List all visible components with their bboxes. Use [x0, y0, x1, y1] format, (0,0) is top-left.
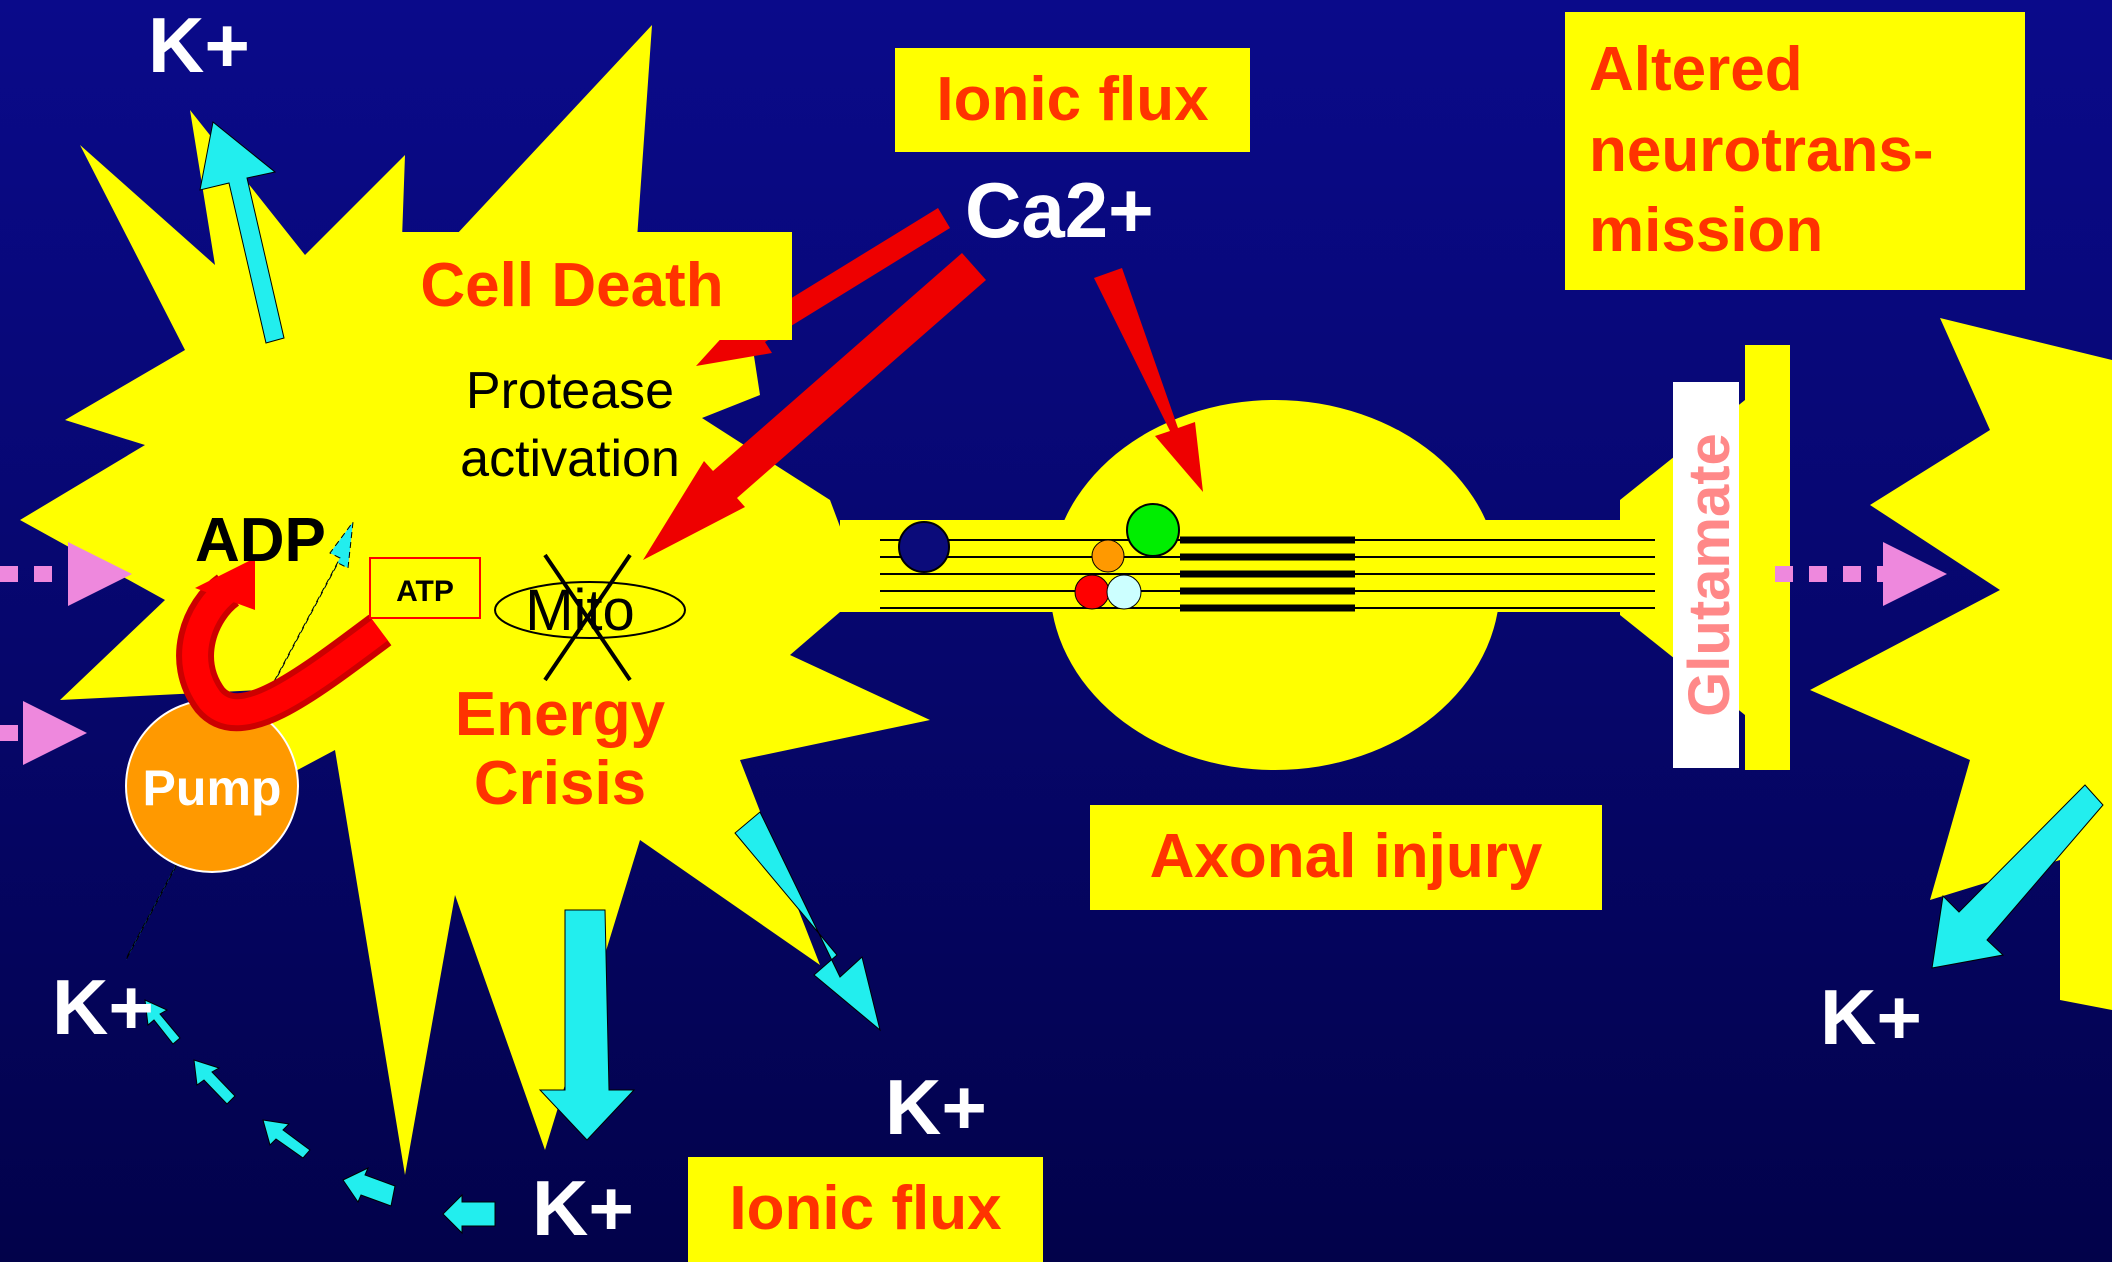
right-neuron-body: [1810, 318, 2112, 1010]
k-right-label: K+: [1820, 972, 1922, 1063]
atp-label: ATP: [396, 575, 454, 608]
cell-death-box: Cell Death: [352, 232, 792, 340]
organelle-lightblue: [1107, 575, 1141, 609]
cell-death-label: Cell Death: [420, 252, 723, 320]
k-bottom-mid-label: K+: [532, 1163, 634, 1254]
altered-line-3: mission: [1589, 191, 1823, 272]
organelle-navy: [899, 522, 949, 572]
altered-line-2: neurotrans-: [1589, 111, 1933, 192]
altered-neurotransmission-box: Altered neurotrans- mission: [1565, 12, 2025, 290]
ionic-flux-top-label: Ionic flux: [936, 66, 1208, 134]
k-left-label: K+: [52, 962, 154, 1053]
ionic-flux-bottom-box: Ionic flux: [688, 1157, 1043, 1262]
adp-label: ADP: [195, 505, 326, 576]
axon: [840, 345, 1790, 770]
pump-label: Pump: [143, 760, 282, 816]
protease-line-1: Protease: [430, 358, 710, 426]
glutamate-label: Glutamate: [1677, 433, 1742, 717]
left-neuron-body: [20, 25, 930, 1175]
k-top-left-label: K+: [148, 0, 250, 91]
axonal-injury-label: Axonal injury: [1150, 823, 1543, 891]
ionic-flux-bottom-label: Ionic flux: [729, 1175, 1001, 1243]
energy-line-1: Energy: [420, 680, 700, 749]
protease-activation-label: Protease activation: [430, 358, 710, 493]
protease-line-2: activation: [430, 426, 710, 494]
organelle-red: [1075, 575, 1109, 609]
calcium-label: Ca2+: [965, 165, 1154, 256]
organelle-green: [1127, 504, 1179, 556]
energy-crisis-label: Energy Crisis: [420, 680, 700, 819]
ionic-flux-top-box: Ionic flux: [895, 48, 1250, 152]
altered-line-1: Altered: [1589, 30, 1803, 111]
axonal-injury-box: Axonal injury: [1090, 805, 1602, 910]
k-bottom-center-label: K+: [885, 1062, 987, 1153]
energy-line-2: Crisis: [420, 749, 700, 818]
mito-label: Mito: [525, 578, 635, 643]
organelle-orange: [1092, 540, 1124, 572]
